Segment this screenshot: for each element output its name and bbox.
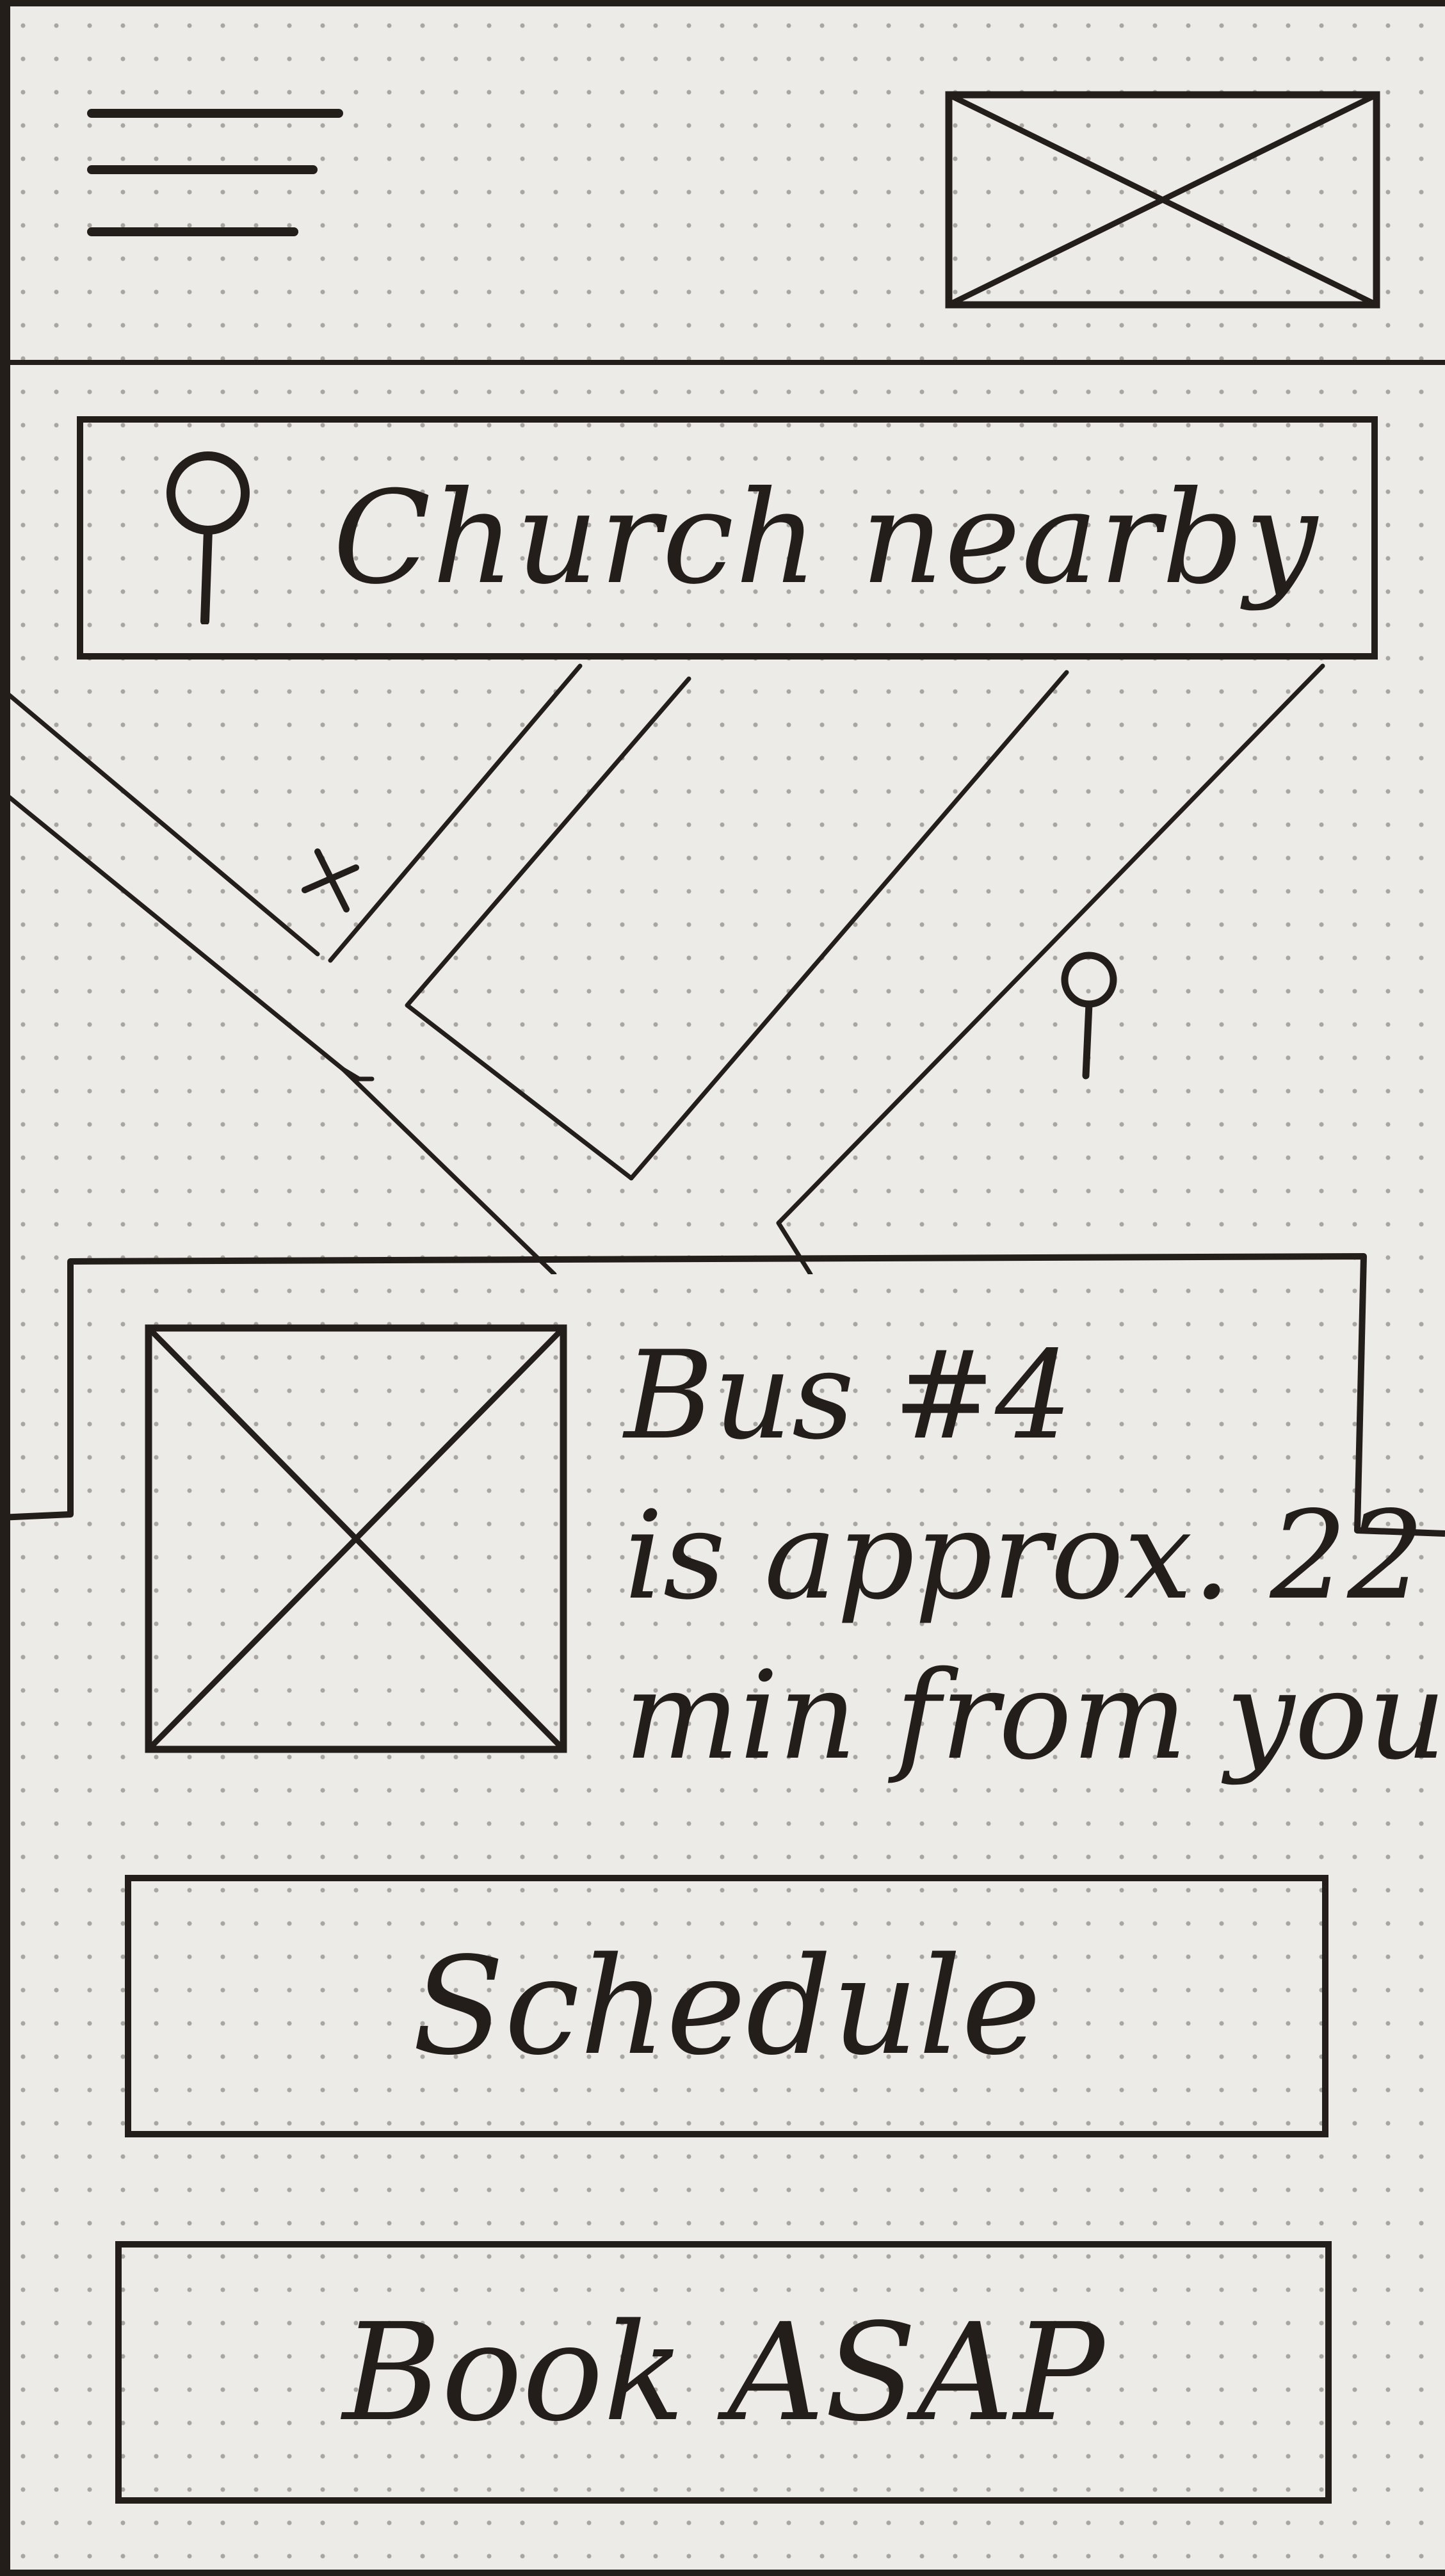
- device-frame-bottom: [0, 2570, 1445, 2576]
- map-road-line: [405, 676, 691, 1181]
- map-road-line: [341, 1067, 375, 1081]
- map-road-line: [10, 795, 557, 1274]
- menu-bar-top: [87, 109, 343, 118]
- bus-image-placeholder: [145, 1324, 567, 1753]
- search-query-text: Church nearby: [333, 463, 1319, 613]
- location-pin-icon: [1061, 952, 1117, 1080]
- menu-bar-bottom: [87, 227, 298, 236]
- route-map[interactable]: [10, 660, 1445, 1274]
- book-asap-button[interactable]: Book ASAP: [115, 2241, 1332, 2504]
- x-mark-icon: [302, 848, 359, 912]
- device-frame-left: [0, 0, 10, 2576]
- app-header: [10, 6, 1445, 365]
- bus-time-line: min from you: [624, 1645, 1445, 1786]
- bus-info-card: [0, 1253, 1445, 1537]
- map-road-line: [10, 693, 320, 957]
- menu-bar-middle: [87, 165, 318, 174]
- bus-number-line: Bus #4: [624, 1325, 1072, 1466]
- bus-distance-line: is approx. 22: [624, 1485, 1425, 1626]
- map-road-line: [328, 663, 583, 963]
- map-road-line: [776, 663, 1325, 1274]
- device-frame-top: [0, 0, 1445, 6]
- logo-image-placeholder: [945, 91, 1380, 309]
- schedule-button[interactable]: Schedule: [125, 1875, 1328, 2137]
- map-road-line: [629, 670, 1069, 1181]
- location-pin-icon: [166, 451, 250, 624]
- bus-eta-text: Bus #4 is approx. 22 min from you: [624, 1316, 1445, 1796]
- hamburger-menu-icon[interactable]: [87, 109, 356, 250]
- location-search-input[interactable]: Church nearby: [77, 416, 1378, 660]
